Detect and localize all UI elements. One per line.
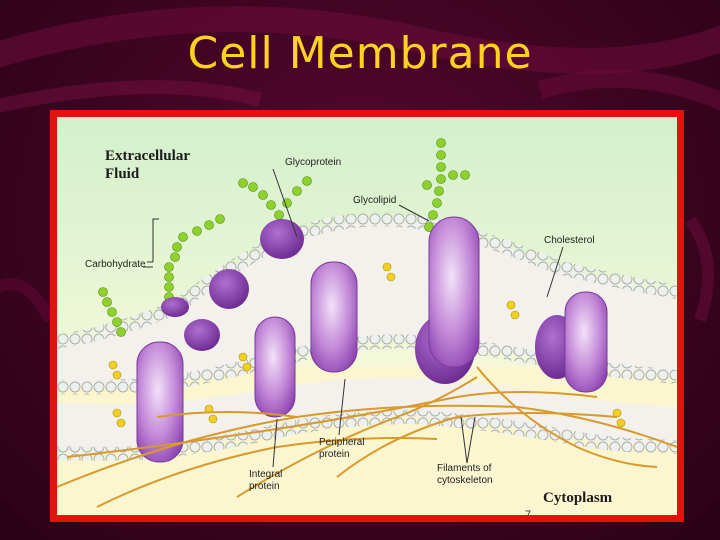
- leader-lines: [143, 168, 564, 468]
- label-filaments-line1: Filaments of: [437, 463, 492, 474]
- label-cholesterol: Cholesterol: [544, 235, 595, 246]
- label-peripheral-line2: protein: [319, 449, 350, 460]
- page-number: 7: [525, 509, 532, 521]
- cytoskeleton-filaments: [57, 366, 677, 508]
- diagram-frame: Extracellular Fluid Glycoprotein Glycoli…: [50, 110, 684, 522]
- integral-proteins: [136, 216, 608, 463]
- label-extracellular-line1: Extracellular: [105, 148, 190, 164]
- label-filaments-line2: cytoskeleton: [437, 475, 493, 486]
- label-extracellular-line2: Fluid: [105, 166, 140, 182]
- cell-membrane-diagram: [57, 117, 677, 515]
- label-filaments-cytoskeleton: Filaments of cytoskeleton: [437, 463, 493, 487]
- label-extracellular-fluid: Extracellular Fluid: [105, 147, 190, 183]
- label-glycolipid: Glycolipid: [353, 195, 397, 206]
- carbohydrate-chains: [98, 138, 470, 337]
- label-integral-line1: Integral: [249, 469, 283, 480]
- slide-title: Cell Membrane: [187, 28, 533, 79]
- label-peripheral-line1: Peripheral: [319, 437, 365, 448]
- label-glycoprotein: Glycoprotein: [285, 157, 342, 168]
- label-cytoplasm: Cytoplasm: [543, 490, 613, 506]
- label-integral-line2: protein: [249, 481, 280, 492]
- label-peripheral-protein: Peripheral protein: [319, 437, 365, 461]
- label-carbohydrate: Carbohydrate: [85, 259, 146, 270]
- label-integral-protein: Integral protein: [249, 469, 282, 493]
